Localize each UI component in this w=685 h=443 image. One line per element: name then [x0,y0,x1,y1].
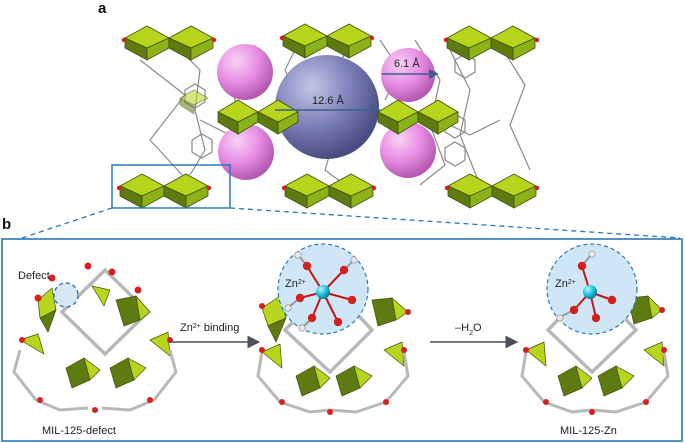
ring-defect [12,262,178,413]
small-pore-bottom-right [380,122,436,178]
panel-b-letter: b [2,216,11,233]
step1-label: Zn2+ binding [180,322,239,334]
small-pore-top-right [381,48,435,102]
zn-tetrahedral-complex [556,250,617,323]
panel-b-frame [1,238,683,442]
zn-octahedral-complex [284,251,358,332]
panel-a-letter: a [98,0,107,17]
left-caption: MIL-125-defect [42,425,116,437]
small-pore-size-label: 6.1 Å [394,57,420,70]
zn-label-2: Zn2+ [555,278,576,290]
oxygen-dots-a [116,35,540,191]
zinc-atom-icon [316,285,330,299]
small-pore-top-left [217,44,273,100]
zinc-atom-icon-2 [583,285,597,299]
right-caption: MIL-125-Zn [560,425,617,437]
defect-site [53,282,79,308]
octahedra-clusters [119,23,537,209]
large-pore-size-label: 12.6 Å [312,94,344,107]
defect-label: Defect [18,270,50,282]
step2-label: –H2O [455,322,482,337]
zn-label-1: Zn2+ [285,278,306,290]
projection-line-left [21,207,113,239]
projection-line-right [229,207,681,239]
large-pore [275,55,379,159]
highlight-box [111,164,231,209]
small-pore-bottom-left [218,124,274,180]
